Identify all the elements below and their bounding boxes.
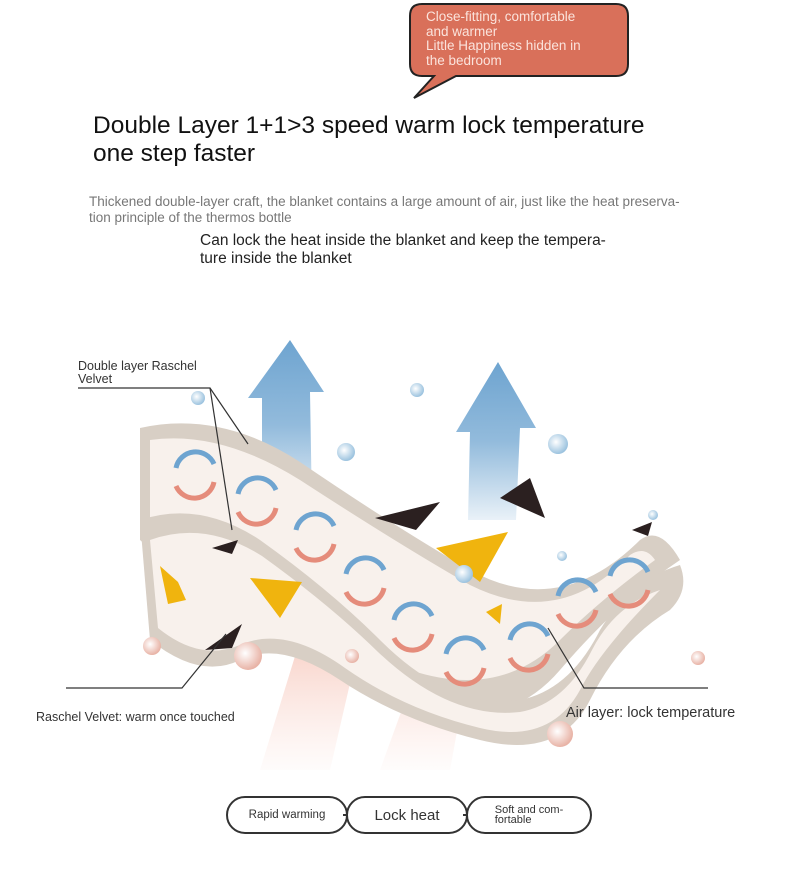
air-bubble [547, 721, 573, 747]
circulation-rings [173, 449, 651, 687]
blanket-top-layer [150, 438, 655, 680]
heat-cycle-icon [343, 555, 387, 607]
description: Thickened double-layer craft, the blanke… [89, 194, 739, 226]
subtext-line-1: Can lock the heat inside the blanket and… [200, 232, 606, 249]
label-double-layer-line-2: Velvet [78, 372, 113, 386]
feature-lock-heat: Lock heat [346, 796, 468, 834]
heat-cycle-icon [235, 475, 279, 527]
air-bubble [548, 434, 568, 454]
heat-cycle-icon [391, 601, 435, 653]
description-line-1: Thickened double-layer craft, the blanke… [89, 194, 680, 209]
heat-cycle-icon [293, 511, 337, 563]
air-bubble [410, 383, 424, 397]
air-bubble [337, 443, 355, 461]
callout-line-air [547, 627, 708, 689]
callout-line-raschel [66, 633, 227, 689]
heat-cycle-icon [173, 449, 217, 501]
title-line-1: Double Layer 1+1>3 speed warm lock tempe… [93, 112, 645, 139]
air-bubble [345, 649, 359, 663]
callout-lines [66, 387, 708, 689]
feature-soft-comfortable: Soft and com- fortable [466, 796, 592, 834]
heat-cycle-icon [607, 557, 651, 609]
label-double-layer-line-1: Double layer Raschel [78, 359, 197, 373]
feature-rapid-warming: Rapid warming [226, 796, 348, 834]
subtext-line-2: ture inside the blanket [200, 250, 352, 267]
title-line-2: one step faster [93, 140, 256, 167]
description-line-2: tion principle of the thermos bottle [89, 210, 292, 225]
fabric-accent [250, 578, 302, 618]
heat-cycle-icon [507, 621, 551, 673]
heat-cycle-icon [443, 635, 487, 687]
fabric-accent [486, 604, 502, 624]
blanket-illustration [66, 340, 708, 770]
speech-bubble-shape [409, 3, 629, 99]
fabric-shadow [500, 478, 545, 518]
air-bubble [648, 510, 658, 520]
air-bubble [557, 551, 567, 561]
air-bubble [234, 642, 262, 670]
bubble-line-2: and warmer [426, 23, 498, 39]
bubble-text: Close-fitting, comfortable and warmer Li… [426, 9, 616, 68]
bubble-line-1: Close-fitting, comfortable [426, 9, 576, 24]
subtext: Can lock the heat inside the blanket and… [200, 232, 640, 268]
fabric-accent [436, 532, 508, 582]
fabric-shadow [212, 540, 238, 554]
bubble-line-3: Little Happiness hidden in [426, 38, 581, 53]
callout-line-double-layer-2 [209, 387, 233, 531]
warm-air-arrow-icon [456, 362, 536, 520]
air-bubble [691, 651, 705, 665]
label-air-layer: Air layer: lock temperature [566, 705, 736, 721]
bubble-line-4: the bedroom [426, 52, 502, 68]
fabric-shadow [375, 502, 440, 530]
label-raschel-velvet: Raschel Velvet: warm once touched [36, 710, 235, 724]
speech-bubble: Close-fitting, comfortable and warmer Li… [404, 2, 634, 102]
heat-cycle-icon [555, 577, 599, 629]
air-bubble [455, 565, 473, 583]
feature-soft-line-1: Soft and com- [494, 804, 564, 816]
air-bubble [143, 637, 161, 655]
fabric-accent [160, 566, 186, 604]
feature-soft-line-2: fortable [494, 814, 532, 826]
air-bubble [191, 391, 205, 405]
page-title: Double Layer 1+1>3 speed warm lock tempe… [93, 112, 733, 168]
label-double-layer: Double layer Raschel Velvet [78, 360, 218, 386]
fabric-shadow [632, 522, 652, 536]
